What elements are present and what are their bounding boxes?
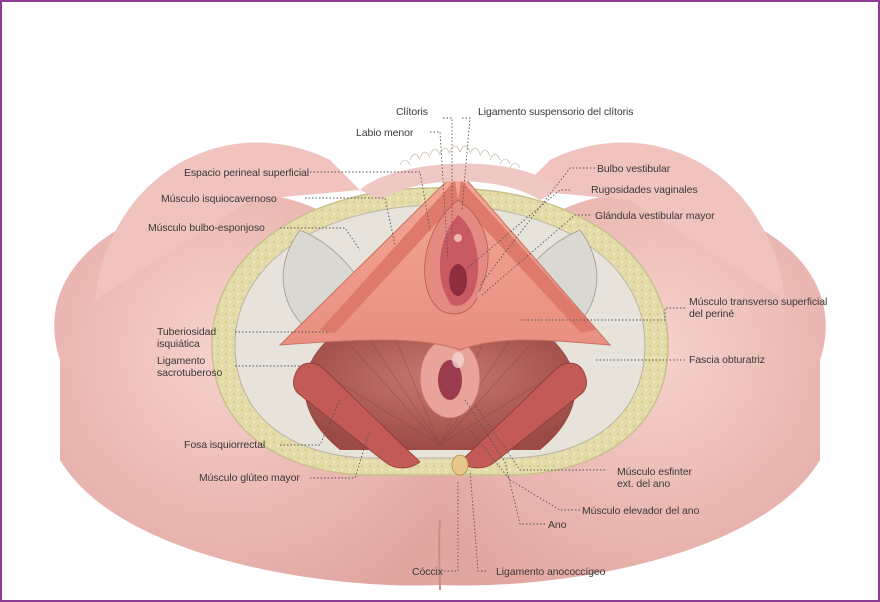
label-transverso: Músculo transverso superficial del perin… — [689, 296, 829, 320]
label-ligamento-suspensorio: Ligamento suspensorio del clítoris — [478, 106, 633, 118]
label-espacio-perineal: Espacio perineal superficial — [184, 167, 309, 179]
label-ano: Ano — [548, 519, 566, 531]
label-anococcigeo: Ligamento anococcígeo — [496, 566, 605, 578]
label-labio-menor: Labio menor — [356, 127, 413, 139]
label-rugosidades: Rugosidades vaginales — [591, 184, 697, 196]
label-tuberosidad: Tuberiosidad isquiática — [157, 326, 232, 350]
label-fascia-obturatriz: Fascia obturatriz — [689, 354, 765, 366]
label-ligamento-sacrotuberoso: Ligamento sacrotuberoso — [157, 355, 237, 379]
label-bulbo-vestibular: Bulbo vestibular — [597, 163, 670, 175]
label-gluteo-mayor: Músculo glúteo mayor — [199, 472, 300, 484]
label-clitoris: Clítoris — [396, 106, 428, 118]
label-esfinter: Músculo esfinter ext. del ano — [617, 466, 697, 490]
label-elevador-ano: Músculo elevador del ano — [582, 505, 699, 517]
label-bulbo-esponjoso: Músculo bulbo-esponjoso — [148, 222, 265, 234]
label-fosa-isquiorrectal: Fosa isquiorrectal — [184, 439, 265, 451]
label-isquiocavernoso: Músculo isquiocavernoso — [161, 193, 277, 205]
label-glandula-vestibular: Glándula vestibular mayor — [595, 210, 714, 222]
label-coccix: Cóccix — [412, 566, 443, 578]
